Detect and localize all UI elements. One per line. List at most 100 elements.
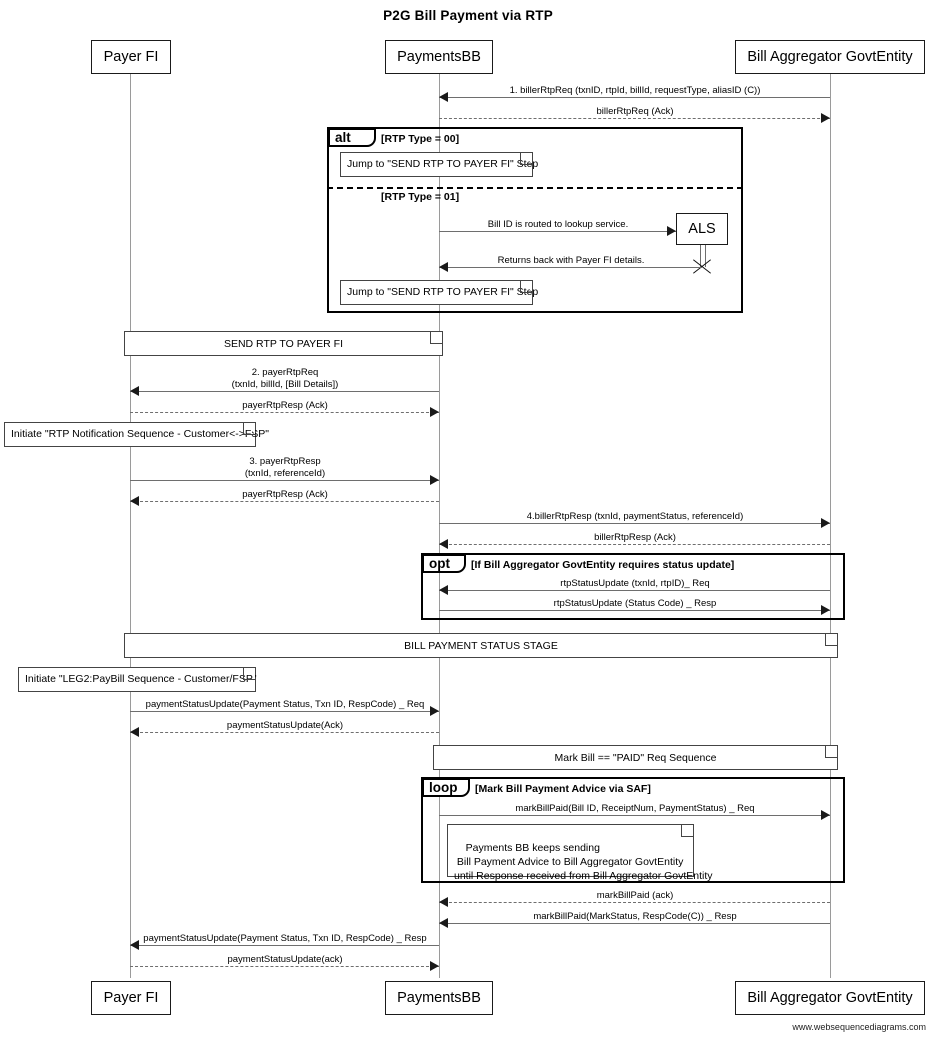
message-label-payer-rtp-resp-line1: 3. payerRtpResp bbox=[249, 456, 321, 467]
actor-label: PaymentsBB bbox=[397, 990, 481, 1006]
banner-mark-bill-paid-req-sequence: Mark Bill == "PAID" Req Sequence bbox=[433, 745, 838, 770]
arrow-head-right bbox=[430, 961, 439, 971]
frame-condition-opt: [If Bill Aggregator GovtEntity requires … bbox=[471, 559, 735, 571]
frame-condition-alt-2: [RTP Type = 01] bbox=[381, 191, 460, 203]
arrow-head-left bbox=[439, 92, 448, 102]
arrow-head-left bbox=[130, 940, 139, 950]
actor-payer-fi-bottom[interactable]: Payer FI bbox=[91, 981, 171, 1015]
message-line-payer-rtp-resp-ack-2 bbox=[130, 501, 439, 502]
message-label-mark-bill-paid-resp: markBillPaid(MarkStatus, RespCode(C)) _ … bbox=[533, 911, 737, 922]
banner-label: SEND RTP TO PAYER FI bbox=[223, 337, 344, 350]
frame-loop: loop [Mark Bill Payment Advice via SAF] bbox=[421, 777, 845, 883]
message-line-payer-rtp-resp-ack bbox=[130, 412, 439, 413]
actor-label: PaymentsBB bbox=[397, 49, 481, 65]
banner-bill-payment-status-stage: BILL PAYMENT STATUS STAGE bbox=[124, 633, 838, 658]
actor-als[interactable]: ALS bbox=[676, 213, 728, 245]
note-fold-corner-icon bbox=[243, 423, 255, 435]
message-line-mark-bill-paid-req bbox=[439, 815, 830, 816]
message-label-mark-bill-paid-ack: markBillPaid (ack) bbox=[596, 890, 674, 901]
actor-payments-bb-bottom[interactable]: PaymentsBB bbox=[385, 981, 493, 1015]
arrow-head-right bbox=[821, 810, 830, 820]
note-saf-retry: Payments BB keeps sending Bill Payment A… bbox=[447, 824, 713, 882]
arrow-head-right bbox=[667, 226, 676, 236]
lifeline-payer-fi bbox=[130, 74, 131, 978]
message-line-biller-rtp-resp-ack bbox=[439, 544, 830, 545]
message-label-bill-id-lookup: Bill ID is routed to lookup service. bbox=[487, 219, 629, 230]
message-label-payer-rtp-resp-line2: (txnId, referenceId) bbox=[244, 468, 326, 479]
frame-condition-loop: [Mark Bill Payment Advice via SAF] bbox=[475, 783, 651, 795]
note-text: Initiate "LEG2:PayBill Sequence - Custom… bbox=[25, 672, 257, 685]
message-label-payment-status-update-resp: paymentStatusUpdate(Payment Status, Txn … bbox=[143, 933, 427, 944]
note-text: Jump to "SEND RTP TO PAYER FI" Step bbox=[347, 157, 539, 170]
message-label-rtp-status-update-resp: rtpStatusUpdate (Status Code) _ Resp bbox=[553, 598, 717, 609]
message-label-payer-rtp-req-line1: 2. payerRtpReq bbox=[251, 367, 319, 378]
arrow-head-left bbox=[439, 539, 448, 549]
arrow-head-left bbox=[439, 262, 448, 272]
actor-payer-fi-top[interactable]: Payer FI bbox=[91, 40, 171, 74]
message-line-rtp-status-update-resp bbox=[439, 610, 830, 611]
banner-fold-corner-icon bbox=[430, 332, 442, 344]
message-line-mark-bill-paid-resp bbox=[439, 923, 830, 924]
message-line-bill-id-lookup bbox=[439, 231, 676, 232]
message-line-payment-status-update-ack bbox=[130, 732, 439, 733]
banner-fold-corner-icon bbox=[825, 746, 837, 758]
message-label-payment-status-update-ack: paymentStatusUpdate(Ack) bbox=[226, 720, 344, 731]
arrow-head-left bbox=[439, 918, 448, 928]
message-label-biller-rtp-req-ack: billerRtpReq (Ack) bbox=[596, 106, 674, 117]
note-jump-to-send-rtp-2: Jump to "SEND RTP TO PAYER FI" Step bbox=[340, 280, 538, 305]
actor-bill-aggregator-top[interactable]: Bill Aggregator GovtEntity bbox=[735, 40, 925, 74]
arrow-head-right bbox=[821, 605, 830, 615]
actor-label: Payer FI bbox=[103, 49, 159, 65]
note-fold-corner-icon bbox=[520, 281, 532, 293]
actor-bill-aggregator-bottom[interactable]: Bill Aggregator GovtEntity bbox=[735, 981, 925, 1015]
note-text: Initiate "RTP Notification Sequence - Cu… bbox=[11, 427, 270, 440]
arrow-head-right bbox=[430, 475, 439, 485]
lifeline-bill-aggregator bbox=[830, 74, 831, 978]
message-line-payer-rtp-req bbox=[130, 391, 439, 392]
arrow-head-left bbox=[130, 727, 139, 737]
frame-tab-opt: opt bbox=[422, 554, 466, 573]
actor-label: Bill Aggregator GovtEntity bbox=[747, 990, 913, 1006]
actor-payments-bb-top[interactable]: PaymentsBB bbox=[385, 40, 493, 74]
frame-kind-label: loop bbox=[429, 779, 458, 795]
page-title: P2G Bill Payment via RTP bbox=[383, 8, 553, 23]
message-line-payer-rtp-resp bbox=[130, 480, 439, 481]
message-line-returns-payer-fi-details bbox=[439, 267, 702, 268]
arrow-head-left bbox=[439, 897, 448, 907]
message-label-mark-bill-paid-req: markBillPaid(Bill ID, ReceiptNum, Paymen… bbox=[515, 803, 755, 814]
arrow-head-right bbox=[821, 113, 830, 123]
banner-fold-corner-icon bbox=[825, 634, 837, 646]
note-fold-corner-icon bbox=[681, 825, 693, 837]
message-label-biller-rtp-req: 1. billerRtpReq (txnID, rtpId, billId, r… bbox=[509, 85, 761, 96]
arrow-head-right bbox=[430, 706, 439, 716]
message-label-payer-rtp-resp-ack-2: payerRtpResp (Ack) bbox=[242, 489, 328, 500]
message-line-payment-status-update-req bbox=[130, 711, 439, 712]
message-line-rtp-status-update-req bbox=[439, 590, 830, 591]
message-label-biller-rtp-resp-ack: billerRtpResp (Ack) bbox=[594, 532, 676, 543]
message-line-payment-status-update-resp bbox=[130, 945, 439, 946]
frame-opt: opt [If Bill Aggregator GovtEntity requi… bbox=[421, 553, 845, 620]
message-line-biller-rtp-resp bbox=[439, 523, 830, 524]
message-label-payer-rtp-req-line2: (txnId, billId, [Bill Details]) bbox=[231, 379, 339, 390]
frame-condition-alt-1: [RTP Type = 00] bbox=[381, 133, 460, 145]
arrow-head-left bbox=[130, 386, 139, 396]
actor-label: Bill Aggregator GovtEntity bbox=[747, 49, 913, 65]
frame-kind-label: alt bbox=[335, 129, 351, 145]
arrow-head-left bbox=[130, 496, 139, 506]
footer-attribution: www.websequencediagrams.com bbox=[792, 1022, 926, 1032]
arrow-head-right bbox=[430, 407, 439, 417]
message-label-biller-rtp-resp: 4.billerRtpResp (txnId, paymentStatus, r… bbox=[526, 511, 744, 522]
actor-label: ALS bbox=[688, 221, 716, 237]
arrow-head-right bbox=[821, 518, 830, 528]
lifeline-payments-bb bbox=[439, 74, 440, 978]
message-label-payer-rtp-resp-ack: payerRtpResp (Ack) bbox=[242, 400, 328, 411]
frame-tab-loop: loop bbox=[422, 778, 470, 797]
note-text: Payments BB keeps sending Bill Payment A… bbox=[454, 841, 713, 882]
banner-send-rtp-to-payer-fi: SEND RTP TO PAYER FI bbox=[124, 331, 443, 356]
message-line-biller-rtp-req bbox=[439, 97, 830, 98]
frame-tab-alt: alt bbox=[328, 128, 376, 147]
message-label-payment-status-update-req: paymentStatusUpdate(Payment Status, Txn … bbox=[145, 699, 425, 710]
note-leg2-paybill-sequence: Initiate "LEG2:PayBill Sequence - Custom… bbox=[18, 667, 257, 692]
message-label-rtp-status-update-req: rtpStatusUpdate (txnId, rtpID)_ Req bbox=[560, 578, 710, 589]
